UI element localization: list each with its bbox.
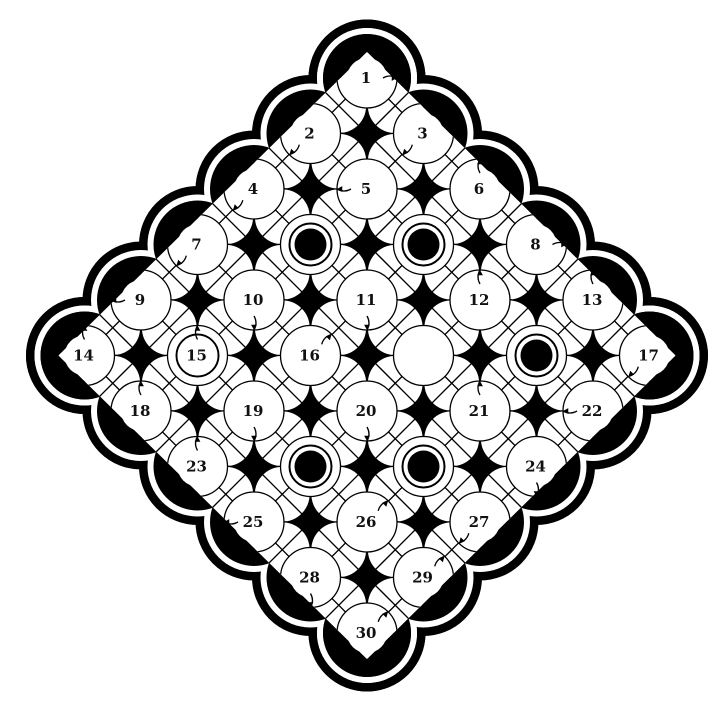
cell-number: 7 xyxy=(191,236,201,254)
cell-number: 16 xyxy=(299,347,320,365)
black-hole-marker xyxy=(290,446,332,488)
grid-circle xyxy=(394,326,454,386)
cell-number: 10 xyxy=(243,291,264,309)
cell-number: 1 xyxy=(361,69,371,87)
cell-number: 26 xyxy=(356,513,377,531)
cell-number: 24 xyxy=(525,458,546,476)
cell-number: 18 xyxy=(130,402,151,420)
cell-number: 6 xyxy=(474,180,484,198)
cell-number: 22 xyxy=(582,402,603,420)
black-hole-marker xyxy=(403,224,445,266)
black-hole-marker xyxy=(403,446,445,488)
cell-number: 15 xyxy=(186,347,207,365)
cell-number: 12 xyxy=(469,291,490,309)
cell-number: 25 xyxy=(243,513,264,531)
cell-number: 28 xyxy=(299,569,320,587)
cell-number: 11 xyxy=(356,291,377,309)
cell-number: 2 xyxy=(304,125,314,143)
cell-number: 21 xyxy=(469,402,490,420)
black-hole-marker xyxy=(516,335,558,377)
board-ground xyxy=(59,52,676,659)
cell-number: 30 xyxy=(356,624,377,642)
cell-number: 8 xyxy=(530,236,540,254)
cell-number: 14 xyxy=(73,347,94,365)
black-hole-marker xyxy=(290,224,332,266)
border-fill xyxy=(41,34,694,677)
cell-number: 19 xyxy=(243,402,264,420)
cell-number: 27 xyxy=(469,513,490,531)
cell-number: 29 xyxy=(412,569,433,587)
cell-number: 17 xyxy=(638,347,659,365)
board-outer-border xyxy=(27,20,708,691)
cell-number: 9 xyxy=(135,291,145,309)
cell-number: 4 xyxy=(248,180,258,198)
cell-number: 23 xyxy=(186,458,207,476)
cell-number: 20 xyxy=(356,402,377,420)
cell-number: 5 xyxy=(361,180,371,198)
cell-number: 13 xyxy=(582,291,603,309)
cell-number: 3 xyxy=(417,125,427,143)
